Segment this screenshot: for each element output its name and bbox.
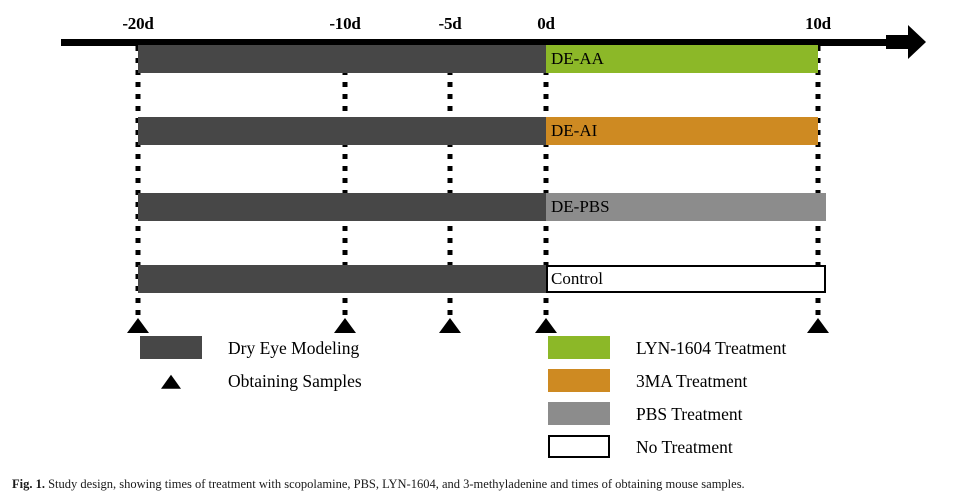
bar-row-de-ai: DE-AI bbox=[0, 117, 968, 145]
bar-row-de-pbs: DE-PBS bbox=[0, 193, 968, 221]
legend-label-no-treatment: No Treatment bbox=[636, 436, 733, 457]
axis-tick-label-minus10d: -10d bbox=[329, 14, 361, 33]
sample-triangle-icon bbox=[807, 318, 829, 333]
legend-item-3ma-treatment: 3MA Treatment bbox=[548, 369, 747, 392]
bar-row-control: Control bbox=[0, 265, 968, 293]
sample-triangle-icon bbox=[127, 318, 149, 333]
guide-line bbox=[447, 46, 453, 318]
caption-label: Fig. 1. bbox=[12, 477, 45, 491]
bar-segment-de-pbs-model bbox=[138, 193, 546, 221]
bar-label-de-pbs: DE-PBS bbox=[551, 197, 610, 216]
timeline-axis-line bbox=[61, 39, 897, 46]
sample-triangle-icon bbox=[334, 318, 356, 333]
legend-label-obtaining-samples: Obtaining Samples bbox=[228, 370, 362, 391]
bar-label-de-aa: DE-AA bbox=[551, 49, 604, 68]
timeline-arrowhead-icon bbox=[886, 25, 926, 59]
legend-item-obtaining-samples: Obtaining Samples bbox=[140, 369, 362, 392]
legend-item-pbs-treatment: PBS Treatment bbox=[548, 402, 743, 425]
sample-triangle-icon bbox=[535, 318, 557, 333]
guide-line bbox=[543, 46, 549, 318]
bar-segment-de-ai-orange bbox=[546, 117, 818, 145]
bar-segment-control-none bbox=[546, 265, 826, 293]
guide-line bbox=[135, 46, 141, 318]
legend-label-3ma-treatment: 3MA Treatment bbox=[636, 370, 748, 391]
legend-swatch-none-icon bbox=[548, 435, 610, 458]
legend-swatch-gray-icon bbox=[548, 402, 610, 425]
legend-item-lyn-1604-treatment: LYN-1604 Treatment bbox=[548, 336, 786, 359]
legend-item-no-treatment: No Treatment bbox=[548, 435, 733, 458]
axis-tick-label-10d: 10d bbox=[805, 14, 831, 33]
legend-swatch-model-icon bbox=[140, 336, 202, 359]
axis-tick-label-minus20d: -20d bbox=[122, 14, 154, 33]
bar-segment-de-aa-model bbox=[138, 45, 546, 73]
legend-swatch-orange-icon bbox=[548, 369, 610, 392]
guide-line bbox=[815, 46, 821, 318]
bar-segment-de-aa-green bbox=[546, 45, 818, 73]
bar-segment-de-ai-model bbox=[138, 117, 546, 145]
figure-caption: Fig. 1. Study design, showing times of t… bbox=[12, 477, 958, 492]
legend-swatch-triangle-icon bbox=[140, 369, 202, 392]
caption-text: Study design, showing times of treatment… bbox=[44, 477, 745, 491]
bar-segment-de-pbs-gray bbox=[546, 193, 826, 221]
legend-swatch-green-icon bbox=[548, 336, 610, 359]
bar-row-de-aa: DE-AA bbox=[0, 45, 968, 73]
legend-item-dry-eye-modeling: Dry Eye Modeling bbox=[140, 336, 359, 359]
legend-label-lyn-1604-treatment: LYN-1604 Treatment bbox=[636, 337, 787, 358]
axis-tick-label-minus5d: -5d bbox=[438, 14, 462, 33]
sample-triangle-icon bbox=[439, 318, 461, 333]
bar-label-control: Control bbox=[551, 269, 603, 288]
bar-segment-control-model bbox=[138, 265, 546, 293]
guide-line bbox=[342, 46, 348, 318]
legend-label-pbs-treatment: PBS Treatment bbox=[636, 403, 743, 424]
bar-label-de-ai: DE-AI bbox=[551, 121, 598, 140]
axis-tick-label-0d: 0d bbox=[537, 14, 555, 33]
legend-label-dry-eye-modeling: Dry Eye Modeling bbox=[228, 337, 360, 358]
